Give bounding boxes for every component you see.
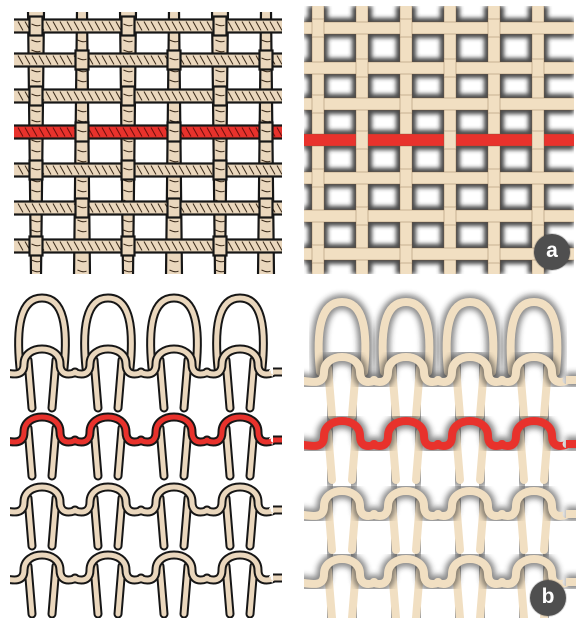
knit-stitch-leg xyxy=(118,566,122,614)
warp-crossing xyxy=(122,17,135,36)
weft-thread xyxy=(304,22,574,34)
knit-stitch-leg xyxy=(226,566,230,614)
warp-crossing xyxy=(356,59,368,77)
knit-stitch-leg xyxy=(52,428,56,476)
warp-crossing xyxy=(400,169,412,187)
warp-crossing xyxy=(532,131,544,149)
warp-crossing xyxy=(532,207,544,225)
knit-stitch-leg xyxy=(94,360,98,408)
warp-crossing xyxy=(214,237,227,256)
knit-render-panel: b xyxy=(304,288,576,618)
weft-thread xyxy=(14,54,282,67)
warp-crossing xyxy=(76,199,89,218)
woven-illustration xyxy=(14,12,282,274)
knit-stitch-leg xyxy=(28,498,32,546)
knit-stitch-leg xyxy=(52,498,56,546)
woven-render xyxy=(304,6,574,274)
knit-stitch-leg xyxy=(52,566,56,614)
knit-stitch-leg xyxy=(250,360,254,408)
knit-stitch-leg xyxy=(160,498,164,546)
knit-stitch-leg xyxy=(28,360,32,408)
knit-stitch-leg xyxy=(160,566,164,614)
weft-thread xyxy=(14,164,282,177)
warp-crossing xyxy=(488,245,500,263)
warp-crossing xyxy=(122,87,135,106)
knit-stitch-leg xyxy=(28,566,32,614)
warp-crossing xyxy=(30,17,43,36)
panel-label-b: b xyxy=(530,580,566,616)
warp-crossing xyxy=(532,59,544,77)
warp-crossing xyxy=(400,19,412,37)
knit-stitch-leg xyxy=(160,360,164,408)
woven-illustration-panel xyxy=(14,12,282,274)
warp-crossing xyxy=(260,123,273,142)
weft-thread xyxy=(14,240,282,253)
warp-crossing xyxy=(356,207,368,225)
knit-stitch-leg xyxy=(28,428,32,476)
warp-crossing xyxy=(214,87,227,106)
knit-stitch-leg xyxy=(118,498,122,546)
knit-stitch-leg xyxy=(118,428,122,476)
warp-crossing xyxy=(122,161,135,180)
warp-crossing xyxy=(76,123,89,142)
knit-stitch-leg xyxy=(184,566,188,614)
weft-thread xyxy=(14,90,282,103)
knit-illustration xyxy=(10,288,282,618)
warp-crossing xyxy=(214,161,227,180)
warp-crossing xyxy=(444,131,456,149)
warp-crossing xyxy=(30,161,43,180)
knit-stitch-leg xyxy=(226,498,230,546)
warp-crossing xyxy=(30,237,43,256)
warp-crossing xyxy=(356,131,368,149)
knit-stitch-leg xyxy=(184,360,188,408)
knit-stitch-leg xyxy=(250,428,254,476)
warp-crossing xyxy=(488,19,500,37)
knit-illustration-panel xyxy=(10,288,282,618)
warp-crossing xyxy=(260,51,273,70)
woven-render-panel: a xyxy=(304,6,574,274)
warp-crossing xyxy=(444,207,456,225)
warp-crossing xyxy=(168,199,181,218)
warp-crossing xyxy=(168,51,181,70)
warp-crossing xyxy=(444,59,456,77)
warp-crossing xyxy=(122,237,135,256)
weft-thread xyxy=(14,202,282,215)
warp-thread xyxy=(120,12,136,274)
knit-render xyxy=(304,288,576,618)
knit-stitch-leg xyxy=(184,498,188,546)
warp-crossing xyxy=(488,169,500,187)
highlighted-weft-thread xyxy=(14,126,282,139)
warp-crossing xyxy=(30,87,43,106)
warp-crossing xyxy=(214,17,227,36)
warp-crossing xyxy=(312,169,324,187)
warp-thread xyxy=(28,12,44,274)
knit-stitch-leg xyxy=(250,498,254,546)
knit-stitch-leg xyxy=(226,428,230,476)
warp-crossing xyxy=(400,95,412,113)
weft-thread xyxy=(304,98,574,110)
knit-stitch-leg xyxy=(94,566,98,614)
warp-crossing xyxy=(400,245,412,263)
warp-crossing xyxy=(312,95,324,113)
knit-stitch-leg xyxy=(160,428,164,476)
warp-crossing xyxy=(260,199,273,218)
warp-crossing xyxy=(312,245,324,263)
knit-stitch-leg xyxy=(250,566,254,614)
knit-stitch-leg xyxy=(184,428,188,476)
warp-thread xyxy=(212,12,228,274)
knit-stitch-leg xyxy=(52,360,56,408)
knit-stitch-leg xyxy=(94,428,98,476)
warp-crossing xyxy=(76,51,89,70)
warp-crossing xyxy=(168,123,181,142)
weft-thread xyxy=(14,20,282,33)
knit-stitch-leg xyxy=(226,360,230,408)
warp-crossing xyxy=(488,95,500,113)
knit-stitch-leg xyxy=(94,498,98,546)
knit-stitch-leg xyxy=(118,360,122,408)
weft-thread xyxy=(304,172,574,184)
panel-label-a: a xyxy=(534,234,570,270)
warp-crossing xyxy=(312,19,324,37)
